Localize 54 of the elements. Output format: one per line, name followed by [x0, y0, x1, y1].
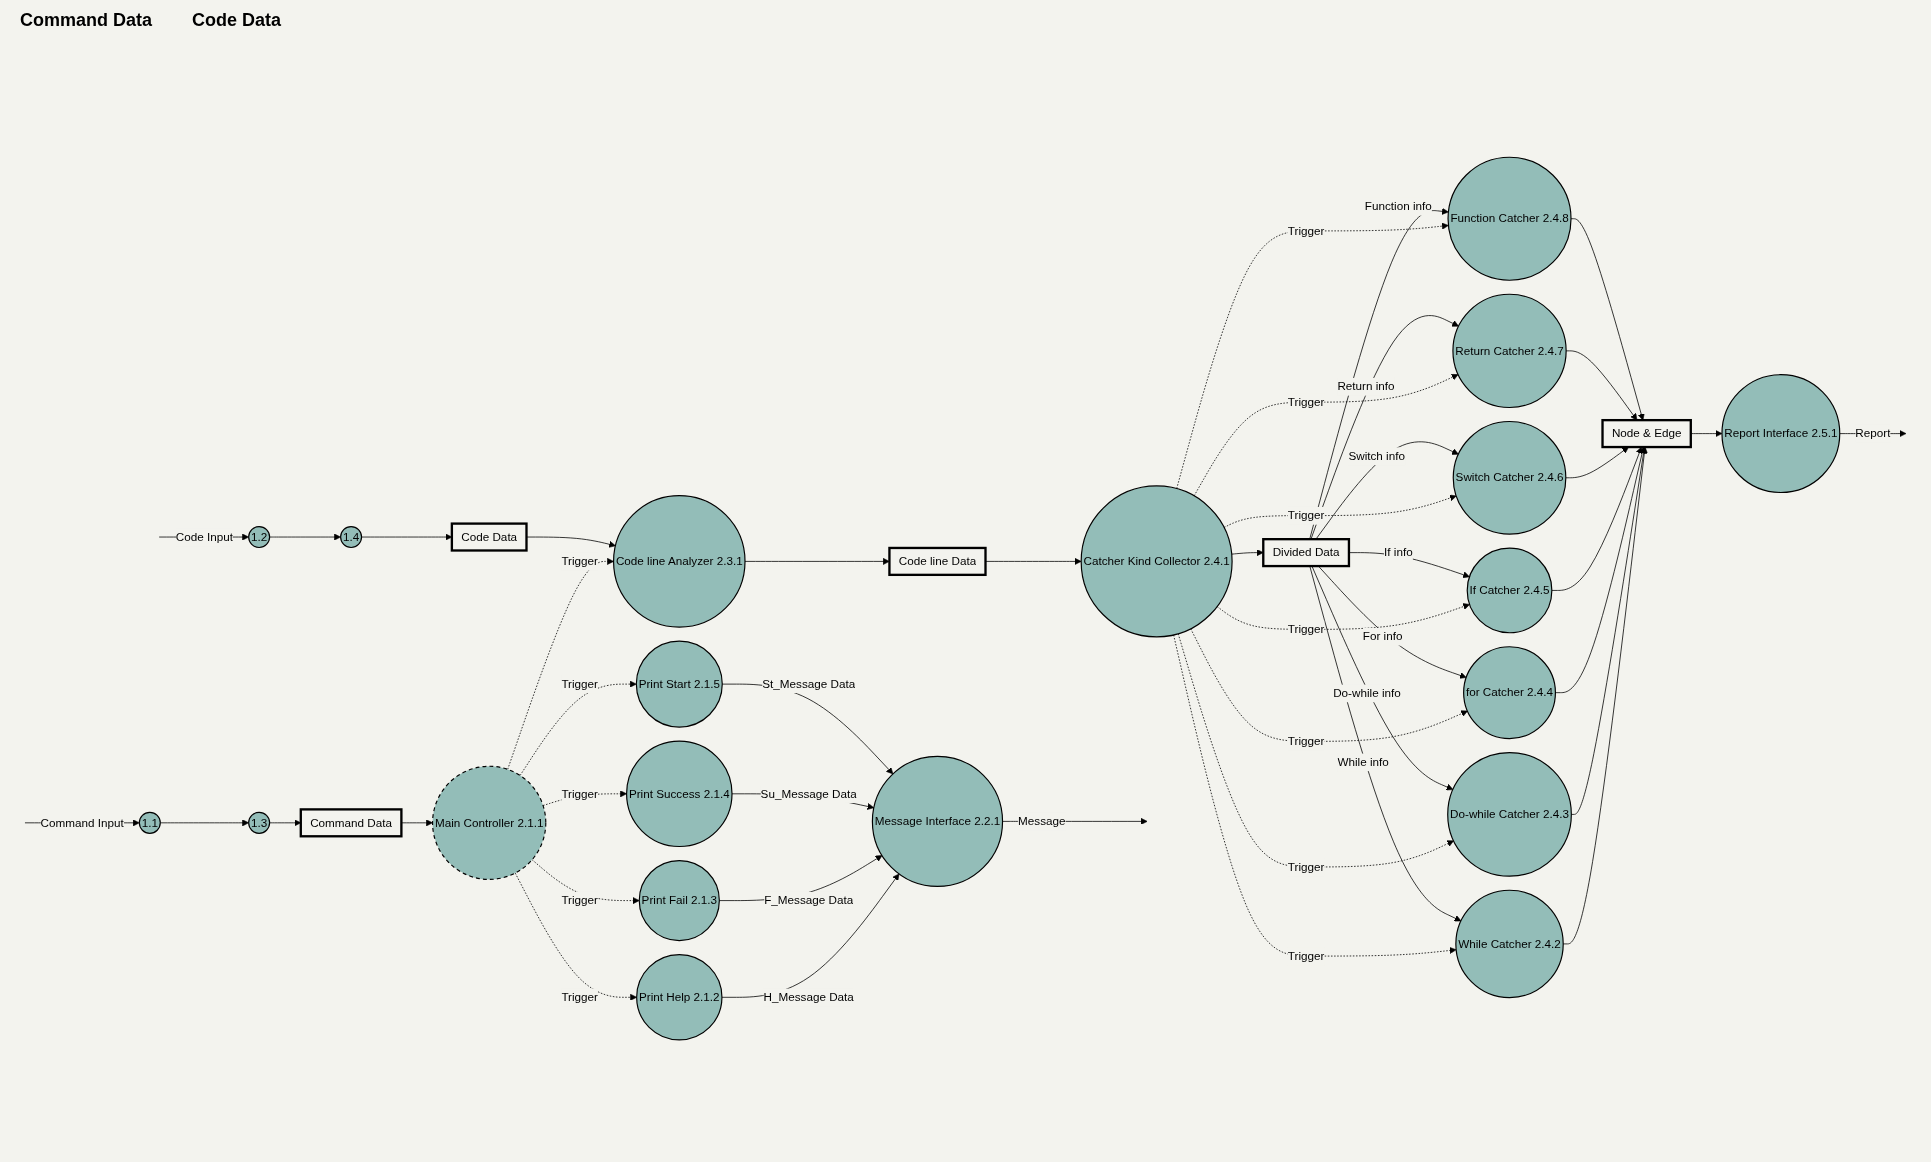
node-circle: While Catcher 2.4.2	[1455, 890, 1564, 999]
node-circle: Print Help 2.1.2	[636, 954, 723, 1041]
node-circle: Code line Analyzer 2.3.1	[613, 495, 746, 629]
edge-label: Command Input	[40, 816, 124, 830]
edge-label: Trigger	[1287, 734, 1325, 748]
edge-label: Trigger	[561, 990, 598, 1004]
edge-label: Trigger	[1287, 508, 1325, 523]
edge-label: Trigger	[1287, 395, 1325, 409]
edge-label: Message	[1018, 814, 1066, 828]
node-circle: for Catcher 2.4.4	[1463, 646, 1556, 740]
node-box: Divided Data	[1262, 538, 1351, 568]
edge-label: Su_Message Data	[760, 787, 857, 801]
edge-label: Switch info	[1348, 449, 1405, 463]
node-box: Code line Data	[888, 547, 987, 577]
edge-label: St_Message Data	[762, 677, 856, 691]
node-circle: Print Success 2.1.4	[626, 740, 733, 848]
edge-label: For info	[1362, 629, 1403, 643]
node-box: Command Data	[299, 808, 403, 838]
note-label: Code Data	[192, 10, 282, 31]
node-circle: Do-while Catcher 2.4.3	[1447, 752, 1572, 878]
node-circle: Return Catcher 2.4.7	[1452, 294, 1567, 409]
node-circle: Catcher Kind Collector 2.4.1	[1080, 485, 1233, 638]
node-circle: Switch Catcher 2.4.6	[1452, 421, 1567, 536]
edge-label: Trigger	[1287, 949, 1325, 963]
node-circle: Print Start 2.1.5	[635, 640, 723, 729]
edge-label: While info	[1337, 755, 1389, 769]
edge-label: Trigger	[561, 787, 598, 801]
edge-label: Trigger	[561, 554, 598, 568]
edge-label: Trigger	[561, 677, 598, 691]
node-circle: 1.2	[248, 526, 271, 549]
edge-label: Function info	[1364, 199, 1432, 213]
node-circle: 1.4	[340, 526, 363, 549]
edge-label: Trigger	[561, 893, 598, 908]
node-circle: Function Catcher 2.4.8	[1447, 157, 1572, 282]
edge-label: Report	[1855, 426, 1891, 441]
edge-label: F_Message Data	[764, 893, 854, 908]
edge-label: H_Message Data	[763, 990, 854, 1004]
node-box: Node & Edge	[1601, 419, 1692, 449]
node-circle: Message Interface 2.2.1	[871, 756, 1004, 888]
node-circle: If Catcher 2.4.5	[1466, 547, 1553, 634]
edge-label: Do-while info	[1333, 686, 1401, 700]
edge-label: Code Input	[175, 530, 234, 544]
node-circle: Report Interface 2.5.1	[1721, 374, 1841, 494]
edge-label: Trigger	[1287, 622, 1325, 636]
node-circle: Print Fail 2.1.3	[638, 860, 720, 942]
node-circle: 1.3	[248, 812, 271, 835]
edge-label: Trigger	[1287, 224, 1325, 238]
node-box: Code Data	[450, 522, 528, 553]
edge-label: Trigger	[1287, 860, 1325, 874]
note-label: Command Data	[20, 10, 153, 31]
edge-label: If info	[1384, 545, 1413, 560]
edge-label: Return info	[1337, 379, 1395, 394]
node-circle: 1.1	[138, 812, 161, 835]
node-circle: Main Controller 2.1.1	[432, 766, 547, 881]
